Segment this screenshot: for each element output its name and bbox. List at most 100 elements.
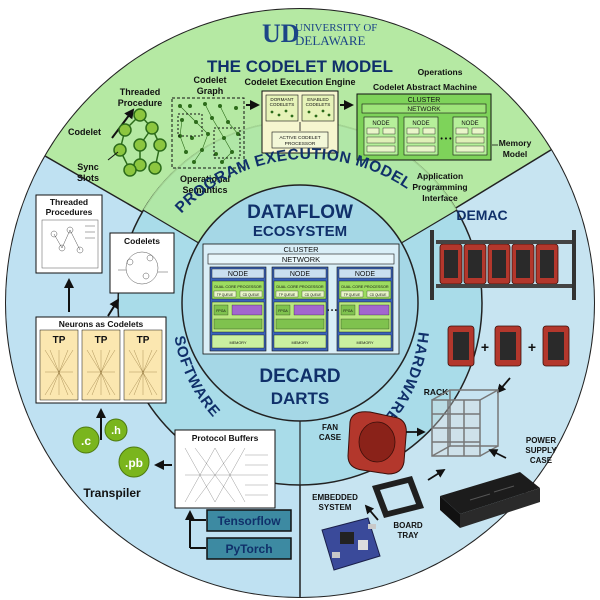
svg-text:NODE: NODE (290, 271, 311, 278)
svg-text:Operations: Operations (418, 67, 463, 77)
svg-text:BOARD: BOARD (393, 521, 423, 530)
svg-text:Operational: Operational (180, 174, 230, 184)
svg-text:Application: Application (417, 171, 463, 181)
embedded-system-label: EMBEDDED SYSTEM (312, 493, 358, 512)
svg-text:FPGA: FPGA (278, 309, 288, 313)
svg-text:TP QUEUE: TP QUEUE (279, 293, 295, 297)
svg-text:NODE: NODE (412, 121, 429, 127)
codelet-graph: Codelet Graph Operational Semantics (171, 75, 260, 195)
svg-text:TRAY: TRAY (397, 531, 419, 540)
svg-text:TP: TP (95, 335, 108, 346)
codelet-execution-engine: Codelet Execution Engine DORMANT CODELET… (244, 77, 356, 154)
gear-c-icon (72, 426, 100, 454)
svg-text:• • •: • • • (327, 308, 337, 314)
svg-text:Codelet Execution Engine: Codelet Execution Engine (244, 77, 355, 87)
svg-text:CASE: CASE (530, 456, 553, 465)
demac-racks (430, 230, 576, 300)
svg-text:Threaded: Threaded (50, 197, 88, 207)
svg-text:EMBEDDED: EMBEDDED (312, 493, 358, 502)
svg-text:CD QUEUE: CD QUEUE (370, 293, 387, 297)
svg-text:Procedures: Procedures (46, 207, 93, 217)
svg-text:TP QUEUE: TP QUEUE (344, 293, 360, 297)
svg-text:Codelet: Codelet (193, 75, 226, 85)
svg-text:ENABLED: ENABLED (307, 97, 329, 102)
svg-text:TP: TP (137, 335, 150, 346)
embedded-board (321, 517, 381, 571)
svg-text:SYSTEM: SYSTEM (319, 503, 352, 512)
ecosystem-subtitle: ECOSYSTEM (253, 223, 347, 240)
codelet-abstract-machine: Operations Codelet Abstract Machine CLUS… (356, 67, 532, 203)
decard-label: DECARD (259, 366, 340, 387)
board-tray: BOARD TRAY (372, 476, 424, 540)
svg-text:MEMORY: MEMORY (356, 341, 373, 345)
rack-label: RACK (424, 387, 449, 397)
power-supply-case (440, 472, 540, 528)
svg-text:NETWORK: NETWORK (407, 106, 441, 113)
svg-text:CLUSTER: CLUSTER (408, 97, 441, 104)
pytorch-button[interactable]: PyTorch (206, 537, 292, 560)
svg-text:Memory: Memory (499, 138, 532, 148)
svg-text:NODE: NODE (461, 121, 478, 127)
svg-text:POWER: POWER (526, 436, 556, 445)
svg-text:NODE: NODE (228, 271, 249, 278)
rack-units: + + (447, 325, 570, 367)
svg-text:PyTorch: PyTorch (225, 542, 272, 556)
rack-frame (431, 389, 499, 457)
fan-case: FAN CASE (319, 411, 407, 475)
gear-h-icon (104, 418, 128, 442)
svg-text:Model: Model (503, 149, 528, 159)
svg-text:Codelet: Codelet (68, 127, 101, 137)
svg-text:Interface: Interface (422, 193, 458, 203)
codelets-panel: Codelets (109, 232, 175, 294)
svg-text:Procedure: Procedure (118, 98, 163, 108)
svg-text:DUAL CORE PROCESSOR: DUAL CORE PROCESSOR (214, 285, 262, 289)
svg-text:FAN: FAN (322, 423, 338, 432)
svg-text:CLUSTER: CLUSTER (283, 245, 319, 254)
svg-text:Semantics: Semantics (182, 185, 227, 195)
svg-text:+: + (528, 339, 536, 355)
svg-text:NODE: NODE (372, 121, 389, 127)
svg-text:DORMANT: DORMANT (270, 97, 293, 102)
logo-line1: UNIVERSITY OF (295, 22, 377, 34)
tensorflow-button[interactable]: Tensorflow (206, 509, 292, 532)
svg-text:CODELETS: CODELETS (270, 102, 295, 107)
dataflow-title: DATAFLOW (247, 202, 353, 223)
svg-text:TP: TP (53, 335, 66, 346)
protocol-buffers-panel: Protocol Buffers (174, 429, 276, 509)
transpiler-gears: .c .h .pb Transpiler (72, 418, 150, 500)
svg-text:NODE: NODE (355, 271, 376, 278)
threaded-procedure-graph: Threaded Procedure Codelet Sync Slots (68, 87, 167, 183)
svg-text:Graph: Graph (197, 86, 224, 96)
darts-label: DARTS (271, 389, 330, 408)
svg-text:Slots: Slots (77, 173, 99, 183)
svg-text:MEMORY: MEMORY (229, 341, 246, 345)
svg-text:Codelet Abstract Machine: Codelet Abstract Machine (373, 82, 477, 92)
demac-label: DEMAC (456, 207, 507, 223)
svg-text:NETWORK: NETWORK (282, 255, 320, 264)
svg-text:Codelets: Codelets (124, 236, 160, 246)
svg-text:CODELETS: CODELETS (306, 102, 331, 107)
logo-line2: DELAWARE (295, 33, 366, 48)
svg-text:DUAL CORE PROCESSOR: DUAL CORE PROCESSOR (341, 285, 389, 289)
svg-text:ACTIVE CODELET: ACTIVE CODELET (279, 135, 320, 141)
svg-text:• • •: • • • (440, 136, 452, 143)
svg-text:.c: .c (81, 434, 91, 448)
university-logo: UD UNIVERSITY OF DELAWARE (262, 19, 377, 48)
svg-text:Programming: Programming (412, 182, 467, 192)
transpiler-label: Transpiler (83, 486, 141, 500)
svg-text:FPGA: FPGA (343, 309, 353, 313)
svg-text:DUAL CORE PROCESSOR: DUAL CORE PROCESSOR (276, 285, 324, 289)
svg-text:MEMORY: MEMORY (291, 341, 308, 345)
svg-text:CD QUEUE: CD QUEUE (243, 293, 260, 297)
power-supply-case-label: POWER SUPPLY CASE (525, 436, 557, 465)
svg-text:SUPPLY: SUPPLY (525, 446, 557, 455)
svg-text:FPGA: FPGA (216, 309, 226, 313)
cluster-diagram: CLUSTER NETWORK NODE DUAL CORE PROCESSOR… (202, 243, 400, 355)
logo-mark: UD (262, 19, 300, 48)
svg-text:Tensorflow: Tensorflow (217, 514, 281, 528)
gear-pb-icon (118, 446, 150, 478)
neurons-as-codelets-panel: Neurons as Codelets TP TP TP (35, 316, 167, 404)
svg-text:Sync: Sync (77, 162, 99, 172)
svg-text:CD QUEUE: CD QUEUE (305, 293, 322, 297)
svg-text:.pb: .pb (125, 456, 143, 470)
